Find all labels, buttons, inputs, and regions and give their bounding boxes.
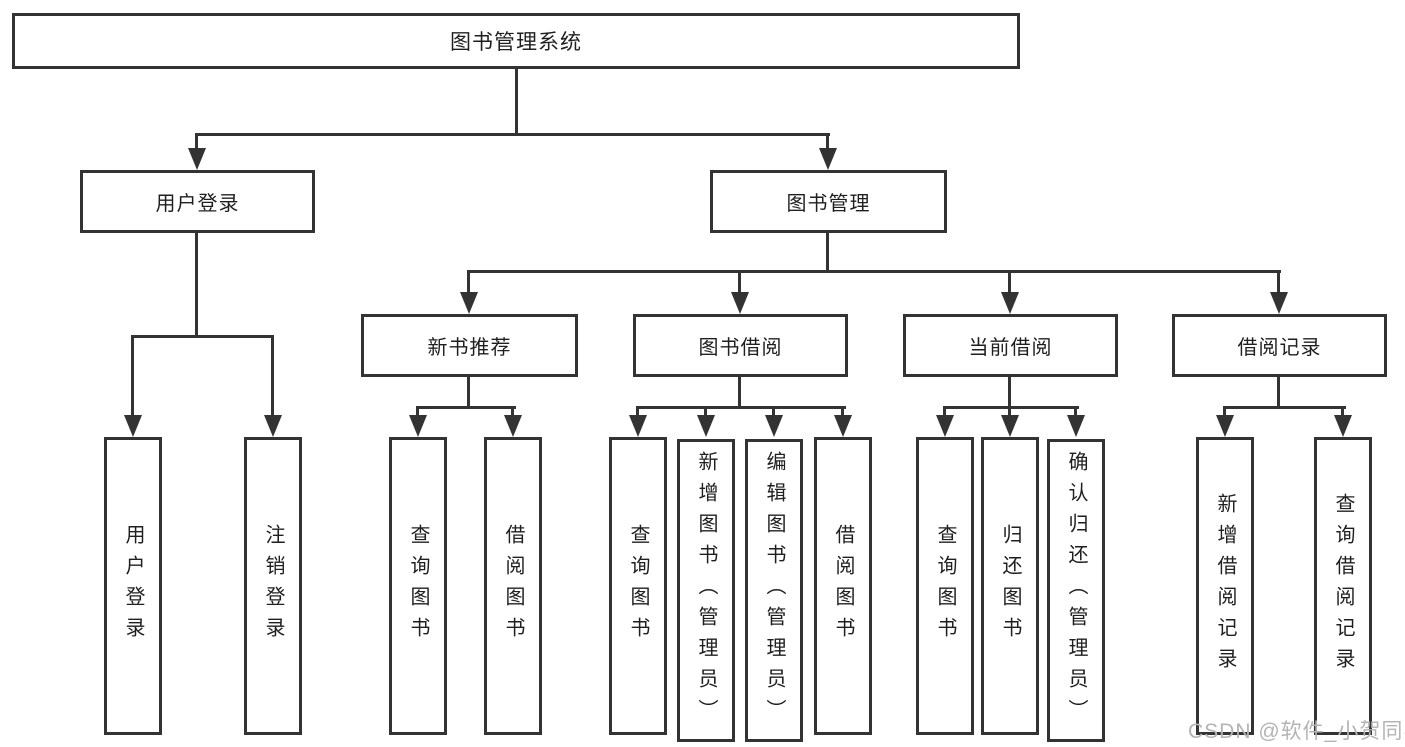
leaf-login-logout: 注销登录 — [244, 437, 302, 735]
arrow-head — [1001, 415, 1019, 437]
leaf-current-return-book: 归还图书 — [981, 437, 1039, 735]
arrow-head — [124, 415, 142, 437]
connector-vline — [943, 407, 946, 417]
arrow-head — [765, 415, 783, 437]
leaf-current-return-book-label: 归还图书 — [999, 524, 1021, 648]
node-root-label: 图书管理系统 — [450, 31, 582, 54]
arrow-head — [1067, 415, 1085, 437]
node-book-borrow: 图书借阅 — [633, 314, 848, 377]
leaf-current-query-book: 查询图书 — [916, 437, 974, 735]
connector-vline — [1008, 377, 1011, 408]
leaf-current-query-book-label: 查询图书 — [934, 524, 956, 648]
leaf-records-add-record: 新增借阅记录 — [1196, 437, 1254, 735]
arrow-head — [697, 415, 715, 437]
arrow-head — [504, 415, 522, 437]
node-user-login-label: 用户登录 — [155, 193, 240, 215]
connector-vline — [826, 135, 829, 153]
arrow-head — [409, 415, 427, 437]
connector-vline — [1008, 272, 1011, 295]
node-root-library-system: 图书管理系统 — [12, 13, 1020, 69]
connector-vline — [467, 377, 470, 408]
arrow-head — [460, 292, 478, 314]
leaf-borrow-edit-book-admin: 编辑图书（管理员） — [745, 439, 803, 742]
arrow-head — [936, 415, 954, 437]
node-book-management-label: 图书管理 — [786, 193, 871, 215]
node-book-management: 图书管理 — [710, 170, 947, 233]
connector-vline — [1277, 272, 1280, 295]
leaf-recommend-borrow-book-label: 借阅图书 — [502, 524, 524, 648]
node-borrow-records: 借阅记录 — [1172, 314, 1387, 377]
connector-vline — [1008, 407, 1011, 417]
arrow-head — [819, 148, 837, 170]
arrow-head — [264, 415, 282, 437]
leaf-records-query-record: 查询借阅记录 — [1314, 437, 1372, 735]
leaf-login-user-login-label: 用户登录 — [122, 524, 144, 648]
node-current-borrow: 当前借阅 — [903, 314, 1118, 377]
leaf-records-query-record-label: 查询借阅记录 — [1332, 493, 1354, 679]
arrow-head — [1270, 292, 1288, 314]
connector-vline — [704, 407, 707, 417]
connector-vline — [1223, 407, 1226, 417]
node-borrow-records-label: 借阅记录 — [1237, 337, 1322, 359]
node-user-login: 用户登录 — [80, 170, 315, 233]
connector-hline — [943, 406, 1079, 409]
leaf-login-logout-label: 注销登录 — [262, 524, 284, 648]
connector-vline — [738, 377, 741, 408]
leaf-records-add-record-label: 新增借阅记录 — [1214, 493, 1236, 679]
leaf-borrow-borrow-book-label: 借阅图书 — [832, 524, 854, 648]
arrow-head — [1001, 292, 1019, 314]
connector-vline — [511, 407, 514, 417]
connector-vline — [271, 336, 274, 416]
connector-vline — [131, 336, 134, 416]
leaf-login-user-login: 用户登录 — [104, 437, 162, 735]
connector-vline — [1074, 407, 1077, 417]
arrow-head — [834, 415, 852, 437]
connector-hline — [195, 133, 830, 136]
leaf-borrow-add-book-admin-label: 新增图书（管理员） — [695, 451, 717, 730]
connector-vline — [1341, 407, 1344, 417]
arrow-head — [629, 415, 647, 437]
connector-vline — [772, 407, 775, 417]
connector-vline — [195, 233, 198, 337]
connector-hline — [636, 406, 846, 409]
connector-vline — [467, 272, 470, 295]
leaf-recommend-query-book-label: 查询图书 — [407, 524, 429, 648]
leaf-current-confirm-return-admin: 确认归还（管理员） — [1047, 439, 1105, 742]
leaf-borrow-borrow-book: 借阅图书 — [814, 437, 872, 735]
connector-vline — [416, 407, 419, 417]
leaf-current-confirm-return-admin-label: 确认归还（管理员） — [1065, 451, 1087, 730]
connector-vline — [826, 233, 829, 273]
watermark: CSDN @软件_小贺同学 — [1188, 720, 1405, 743]
node-new-book-recommend: 新书推荐 — [361, 314, 578, 377]
node-current-borrow-label: 当前借阅 — [968, 337, 1053, 359]
arrow-head — [1334, 415, 1352, 437]
connector-vline — [738, 272, 741, 295]
leaf-borrow-query-book: 查询图书 — [609, 437, 667, 735]
leaf-recommend-query-book: 查询图书 — [389, 437, 447, 735]
node-new-book-recommend-label: 新书推荐 — [427, 337, 512, 359]
leaf-recommend-borrow-book: 借阅图书 — [484, 437, 542, 735]
connector-vline — [1277, 377, 1280, 408]
connector-hline — [416, 406, 516, 409]
arrow-head — [1216, 415, 1234, 437]
connector-hline — [1223, 406, 1346, 409]
connector-vline — [636, 407, 639, 417]
connector-vline — [195, 135, 198, 153]
leaf-borrow-edit-book-admin-label: 编辑图书（管理员） — [763, 451, 785, 730]
leaf-borrow-query-book-label: 查询图书 — [627, 524, 649, 648]
leaf-borrow-add-book-admin: 新增图书（管理员） — [677, 439, 735, 742]
connector-vline — [841, 407, 844, 417]
connector-hline — [131, 335, 274, 338]
connector-hline — [467, 270, 1281, 273]
arrow-head — [731, 292, 749, 314]
arrow-head — [188, 148, 206, 170]
connector-vline — [515, 69, 518, 136]
node-book-borrow-label: 图书借阅 — [698, 337, 783, 359]
